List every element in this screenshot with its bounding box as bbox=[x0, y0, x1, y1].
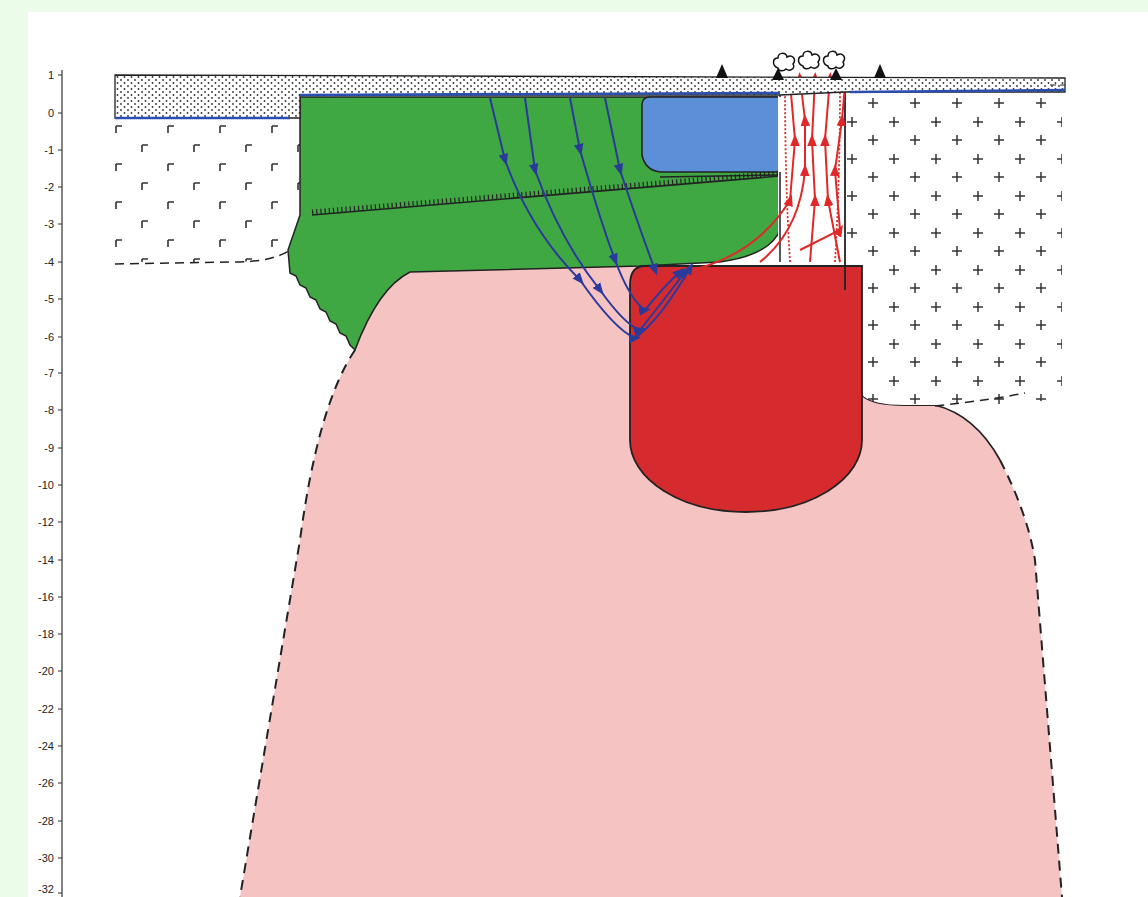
axis-label: -12 bbox=[38, 517, 54, 528]
axis-label: -7 bbox=[44, 368, 54, 379]
axis-label: -10 bbox=[38, 480, 54, 491]
axis-label: -8 bbox=[44, 405, 54, 416]
axis-label: -28 bbox=[38, 816, 54, 827]
axis-label: -1 bbox=[44, 145, 54, 156]
axis-label: -9 bbox=[44, 443, 54, 454]
axis-label: 1 bbox=[48, 70, 54, 81]
axis-label: -20 bbox=[38, 666, 54, 677]
axis-label: -18 bbox=[38, 629, 54, 640]
axis-label: -32 bbox=[38, 884, 54, 895]
paper bbox=[28, 12, 1148, 897]
axis-label: -26 bbox=[38, 778, 54, 789]
axis-label: -30 bbox=[38, 853, 54, 864]
axis-label: -14 bbox=[38, 555, 54, 566]
axis-label: -6 bbox=[44, 332, 54, 343]
axis-label: -2 bbox=[44, 182, 54, 193]
axis-label: -16 bbox=[38, 592, 54, 603]
axis-label: -24 bbox=[38, 741, 54, 752]
axis-label: 0 bbox=[48, 108, 54, 119]
axis-label: -4 bbox=[44, 257, 54, 268]
axis-label: -5 bbox=[44, 294, 54, 305]
axis-label: -3 bbox=[44, 219, 54, 230]
axis-label: -22 bbox=[38, 704, 54, 715]
